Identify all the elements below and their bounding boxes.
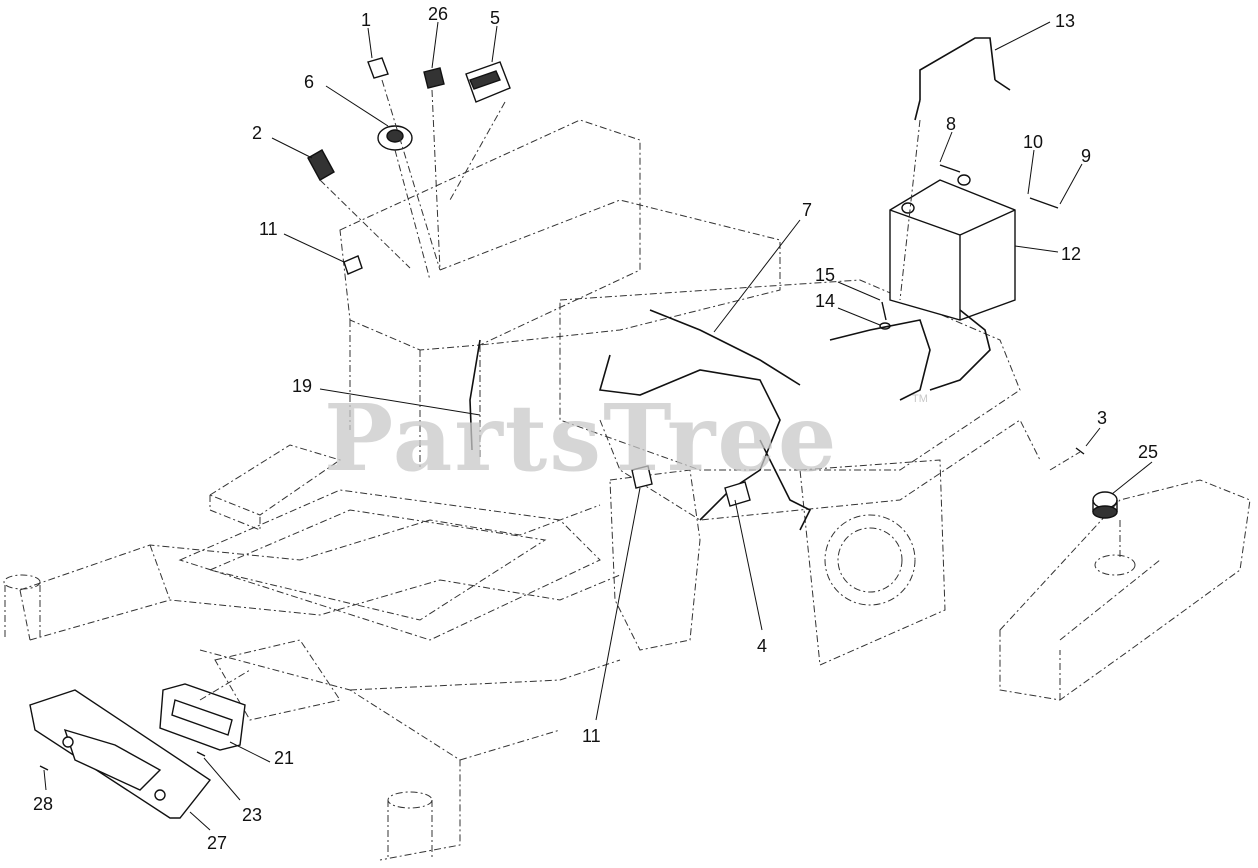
callout-13: 13 [1055,11,1075,31]
callout-4: 4 [757,636,767,656]
part-3-screw [1075,447,1085,455]
part-28-screw [39,765,49,771]
callout-3: 3 [1097,408,1107,428]
callout-28: 28 [33,794,53,814]
part-6-ignition-switch [377,125,413,151]
callout-11-lower: 11 [582,726,601,746]
leader-lines [43,21,1153,831]
part-1-cap [367,57,389,79]
callout-6: 6 [304,72,314,92]
part-27-bezel [29,689,212,819]
part-21-light [159,683,246,751]
part-11-bulb-lower [631,465,653,489]
callout-labels: 1 26 5 6 2 11 13 8 10 9 12 7 15 14 19 3 … [33,4,1158,853]
callout-15: 15 [815,265,835,285]
callout-7: 7 [802,200,812,220]
part-8-bolt [939,164,961,173]
part-25-power-outlet [1092,491,1118,519]
callout-26: 26 [428,4,448,24]
watermark-text: PartsTree [324,384,838,492]
part-15-bolt [881,301,887,321]
callout-9: 9 [1081,146,1091,166]
part-2-switch [307,149,335,181]
callout-1: 1 [361,10,371,30]
callout-11: 11 [259,219,278,239]
callout-27: 27 [207,833,227,853]
part-19-wire [469,339,481,451]
callout-2: 2 [252,123,262,143]
callout-21: 21 [274,748,294,768]
part-4-connector [724,481,751,507]
callout-10: 10 [1023,132,1043,152]
part-12-battery [889,174,1016,321]
callout-19: 19 [292,376,312,396]
part-26-switch [423,67,445,89]
callout-25: 25 [1138,442,1158,462]
callout-8: 8 [946,114,956,134]
part-23-screw [196,751,206,757]
chassis-frame [3,119,1251,861]
part-9-bolt [1029,197,1059,209]
callout-23: 23 [242,805,262,825]
part-5-hour-meter [465,61,511,103]
watermark-trademark: TM [912,393,928,405]
callout-14: 14 [815,291,835,311]
callout-12: 12 [1061,244,1081,264]
part-13-hold-down-rod [914,37,1011,121]
callout-5: 5 [490,8,500,28]
part-11-bulb-upper [343,255,363,275]
